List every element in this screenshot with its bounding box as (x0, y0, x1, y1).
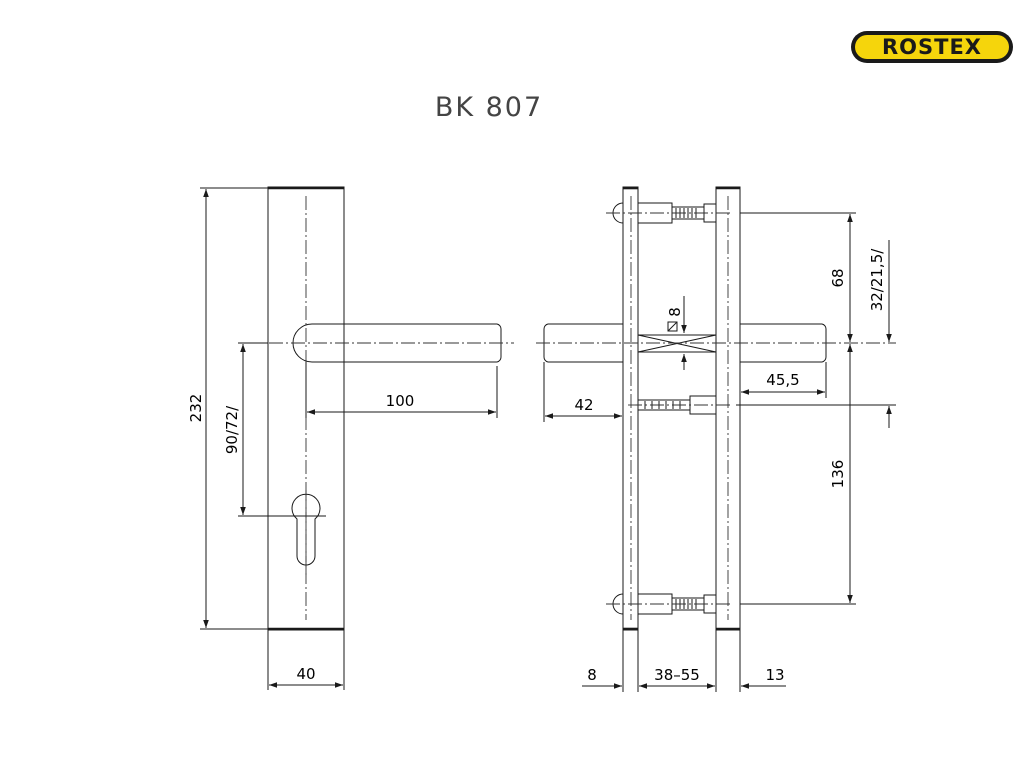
dim-lever-projection: 42 (574, 396, 593, 414)
lower-screw (606, 593, 730, 615)
dim-lever-length: 100 (386, 392, 415, 410)
keyhole (291, 493, 321, 566)
dim-upper-screw: 68 (829, 268, 847, 287)
left-plate (622, 186, 639, 631)
dim-plate-thickness-right: 13 (765, 666, 784, 684)
upper-screw (606, 202, 730, 224)
side-view (536, 186, 896, 631)
side-dimensions: 8 42 45,5 68 32/21,5/ 136 8 38– (543, 212, 896, 692)
dim-spindle-offset: 32/21,5/ (868, 248, 886, 312)
rostex-logo: ROSTEX (851, 31, 1013, 63)
square-spindle (637, 296, 717, 370)
dim-plate-width: 40 (296, 665, 315, 683)
dim-lower-screw: 136 (829, 460, 847, 489)
drawing-title: BK 807 (435, 92, 543, 123)
side-lever-left (543, 323, 624, 363)
side-lever-right (739, 323, 827, 363)
middle-screw (628, 395, 730, 415)
front-view (247, 186, 514, 631)
front-dimensions: 232 90/72/ 100 40 (187, 187, 498, 690)
dim-square-spindle: 8 (666, 307, 684, 317)
dim-lever-inner: 45,5 (766, 371, 799, 389)
dim-plate-thickness-left: 8 (587, 666, 597, 684)
dim-spacing: 90/72/ (223, 405, 241, 454)
logo-text: ROSTEX (882, 35, 982, 59)
dim-overall-height: 232 (187, 394, 205, 423)
dim-door-thickness: 38–55 (654, 666, 700, 684)
front-lever (292, 323, 502, 363)
